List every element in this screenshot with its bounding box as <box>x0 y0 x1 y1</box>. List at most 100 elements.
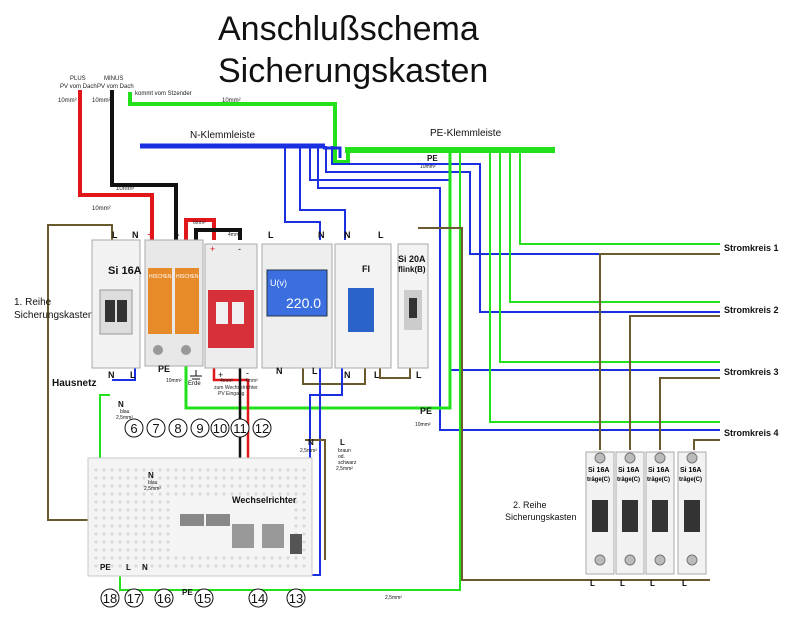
breaker-si20: Si 20A flink(B) L <box>397 243 429 380</box>
inv-n-right-size: 2,5mm² <box>300 448 317 454</box>
port-marker <box>194 588 214 608</box>
meter-n-bot: N <box>276 366 283 376</box>
row2-label1: 2. Reihe <box>513 500 547 510</box>
meter-unit: U(v) <box>270 278 287 288</box>
inv-l-sub2: od. <box>338 454 345 460</box>
wire-pe-inverter <box>184 150 452 410</box>
wire-l-c3 <box>659 377 720 450</box>
pe-inv-size: 2,5mm² <box>385 595 402 601</box>
port-number: 8 <box>174 421 181 436</box>
size-10-e: 10mm² <box>222 98 241 104</box>
port-marker <box>100 588 120 608</box>
row2-breaker-rating: Si 16A <box>648 467 669 474</box>
row2-breaker: Si 16A träge(C) L <box>645 451 675 588</box>
fi-n-top: N <box>344 230 351 240</box>
row2-breaker-type: träge(C) <box>679 477 702 483</box>
wire-n-fi <box>299 146 346 240</box>
row2-breaker-rating: Si 16A <box>618 467 639 474</box>
row2-breaker-l: L <box>682 579 687 588</box>
si20-l-bot: L <box>416 370 422 380</box>
wire-pv-plus <box>78 90 154 240</box>
si20-type: flink(B) <box>398 265 426 274</box>
inverter-note1: zum Wechselrichter <box>214 385 258 391</box>
circuit-1: Stromkreis 1 <box>724 243 779 253</box>
size-4-a: 4mm² <box>228 232 241 238</box>
hausnetz-label: Hausnetz <box>52 378 96 389</box>
port-number: 16 <box>157 591 171 606</box>
size-10-a: 10mm² <box>58 98 77 104</box>
circuit-4: Stromkreis 4 <box>724 428 779 438</box>
erde-label: Erde <box>188 381 201 387</box>
inv-n-mid-sub: blau <box>148 480 158 486</box>
pe-bottom-size: 10mm² <box>415 422 431 428</box>
wire-brown-fi-si20 <box>379 368 411 379</box>
inv-l-size: 2,5mm² <box>336 466 353 472</box>
port-marker <box>190 418 210 438</box>
source-labels: PLUS PV vom Dach MINUS PV vom Dach kommt… <box>58 76 241 212</box>
port-marker <box>248 588 268 608</box>
wire-pe-c4 <box>489 150 720 423</box>
wire-n-meter <box>284 146 321 240</box>
circuit-3: Stromkreis 3 <box>724 367 779 377</box>
wire-si20-row2 <box>418 227 590 581</box>
main-breaker-n-bot: N <box>108 370 115 380</box>
main-breaker-l-bot: L <box>130 370 136 380</box>
port-marker <box>124 418 144 438</box>
inv-n-mid: N <box>148 471 154 480</box>
wire-n-c2 <box>317 146 720 431</box>
iso-plus-top: + <box>210 244 215 254</box>
from-meter-label: kommt vom Stzender <box>135 91 192 97</box>
inverter-note2: PV Eingang <box>218 391 245 397</box>
inv-l-right: L <box>340 438 345 447</box>
row2-breaker-l: L <box>590 579 595 588</box>
pe-bottom-label: PE <box>420 406 432 416</box>
circuit-2: Stromkreis 2 <box>724 305 779 315</box>
row2-breaker-type: träge(C) <box>587 477 610 483</box>
plus-label: PLUS <box>70 76 86 82</box>
main-breaker-n-top: N <box>132 230 139 240</box>
wire-pv-minus <box>110 90 178 240</box>
inv-l-sub3: schwarz <box>338 460 357 466</box>
row2-label2: Sicherungskasten <box>505 512 577 522</box>
port-number: 7 <box>152 421 159 436</box>
meter-reading: 220.0 <box>286 295 321 311</box>
port-number: 10 <box>213 421 227 436</box>
iso-plus-bot: + <box>218 370 223 380</box>
fi-l-top: L <box>378 230 384 240</box>
title-line1: Anschlußschema <box>218 10 479 48</box>
port-marker <box>168 418 188 438</box>
row2-breaker-type: träge(C) <box>647 477 670 483</box>
inverter: Wechselrichter <box>87 457 313 577</box>
port-number: 14 <box>251 591 265 606</box>
pe-top-size: 10mm² <box>420 164 436 170</box>
row2-breaker-l: L <box>650 579 655 588</box>
main-breaker: Si 16A L N N L <box>91 230 142 380</box>
meter-l-top: L <box>268 230 274 240</box>
inv-n-blue-size: 2,5mm² <box>116 415 133 421</box>
meter-n-top: N <box>318 230 325 240</box>
port-marker <box>230 418 250 438</box>
port-marker <box>286 588 306 608</box>
main-breaker-l-top: L <box>112 230 118 240</box>
inv-n-blue: N <box>118 400 124 409</box>
fi-n-bot: N <box>344 370 351 380</box>
wire-n-c1 <box>325 146 720 255</box>
port-number: 15 <box>197 591 211 606</box>
size-10-d: 10mm² <box>92 206 111 212</box>
main-breaker-label: Si 16A <box>108 265 142 277</box>
wire-brown-row1 <box>302 368 366 385</box>
inverter-labels: N N N L PE PE L N <box>100 400 345 597</box>
fi-l-bot: L <box>374 370 380 380</box>
size-10-b: 10mm² <box>92 98 111 104</box>
inv-n-right: N <box>308 438 314 447</box>
fi-label: FI <box>362 264 370 274</box>
wire-pe-c3 <box>499 150 720 363</box>
port-number: 18 <box>103 591 117 606</box>
plus-sub: PV vom Dach <box>60 84 97 90</box>
row1-label1: 1. Reihe <box>14 297 52 308</box>
port-marker <box>210 418 230 438</box>
spd-plus: + <box>147 229 153 241</box>
